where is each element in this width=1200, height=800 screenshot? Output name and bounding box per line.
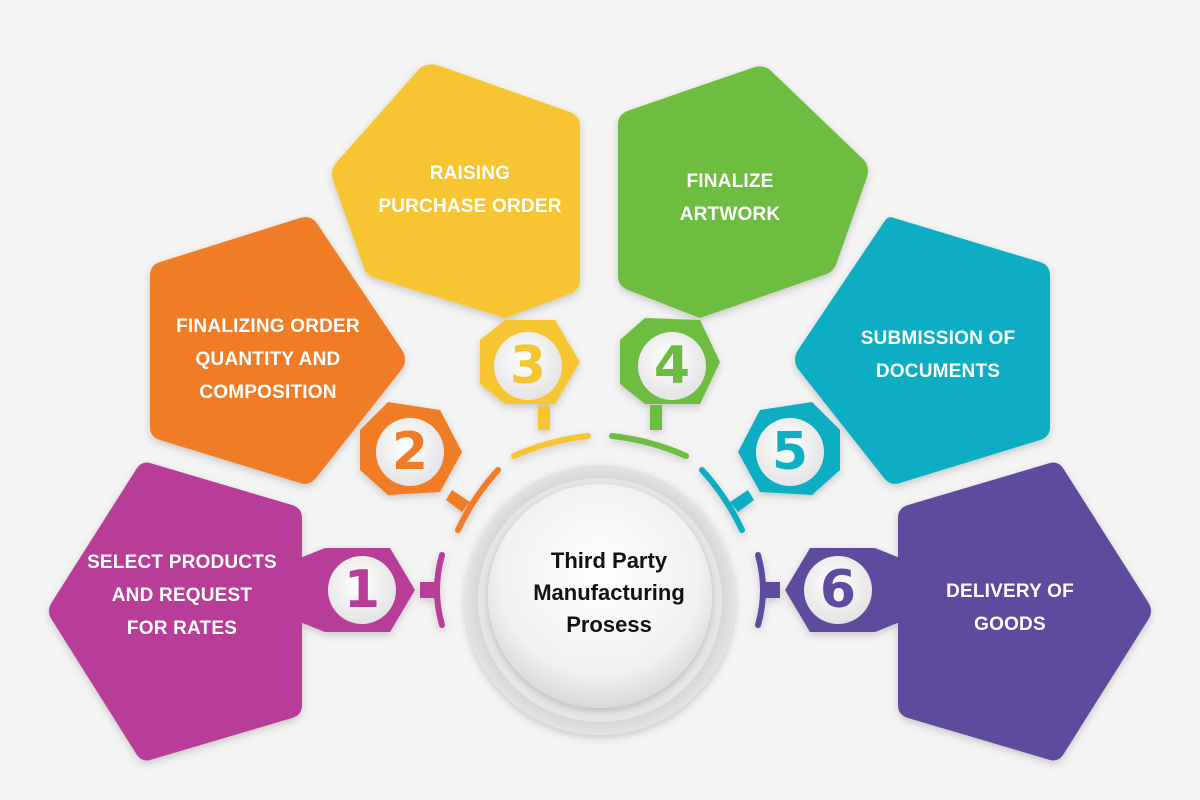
step-1-label: SELECT PRODUCTS AND REQUEST FOR RATES: [87, 552, 277, 639]
center-title: Third Party Manufacturing Prosess: [533, 548, 685, 637]
step-3-label: RAISING PURCHASE ORDER: [378, 163, 562, 217]
center-circle: [465, 465, 735, 735]
step-3-number: 3: [509, 336, 547, 396]
step-5-label: SUBMISSION OF DOCUMENTS: [860, 328, 1016, 382]
step-2-number: 2: [391, 422, 429, 482]
step-4-label: FINALIZE ARTWORK: [679, 171, 781, 225]
step-5-number: 5: [771, 422, 809, 482]
step-1-shape: [49, 462, 445, 761]
step-6-label: DELIVERY OF GOODS: [946, 581, 1074, 635]
step-4-shape: [609, 66, 868, 459]
step-6-shape: [755, 462, 1151, 761]
step-1-number: 1: [343, 560, 381, 620]
step-5-shape: [699, 217, 1050, 533]
step-2-label: FINALIZING ORDER QUANTITY AND COMPOSITIO…: [176, 316, 360, 403]
step-2-shape: [150, 217, 501, 533]
step-3-shape: [332, 64, 591, 459]
step-4-number: 4: [653, 336, 691, 396]
step-6-number: 6: [819, 560, 857, 620]
